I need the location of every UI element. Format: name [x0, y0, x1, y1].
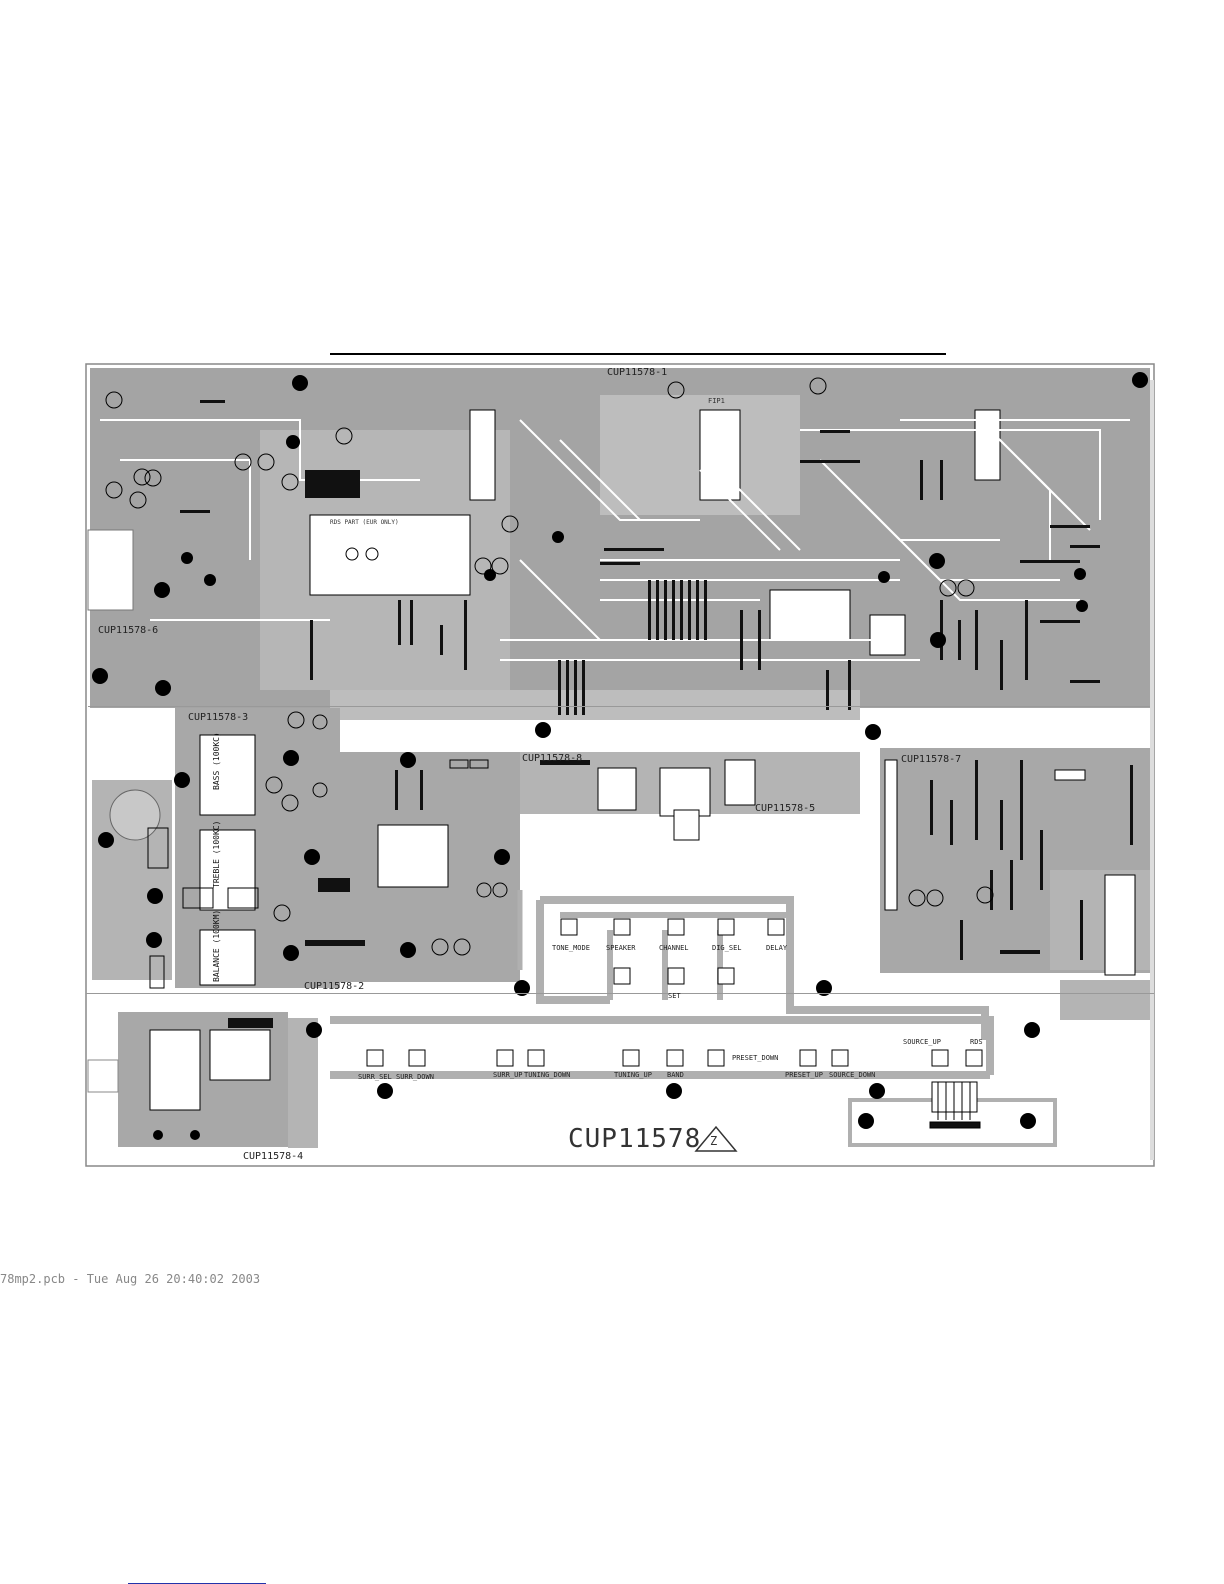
right-edge-patch [1150, 380, 1154, 1160]
components-section-1 [180, 400, 1100, 715]
button-label-dig-sel: DIG_SEL [712, 944, 742, 952]
button-label-set: SET [668, 992, 681, 1000]
button-label-channel: CHANNEL [659, 944, 689, 952]
holes-section-3 [98, 750, 510, 961]
section-label-3: CUP11578-3 [188, 712, 249, 723]
button-label-delay: DELAY [766, 944, 788, 952]
capacitors-section-1 [105, 377, 975, 597]
button-label-surr-up: SURR_UP [493, 1071, 523, 1079]
connector-bottom [929, 1081, 981, 1129]
section-label-1: CUP11578-1 [607, 367, 668, 378]
section-label-7: CUP11578-7 [901, 754, 962, 765]
section-label-4: CUP11578-4 [243, 1151, 304, 1162]
section-label-8: CUP11578-8 [522, 753, 583, 764]
section-7-copper [880, 748, 1150, 1020]
section-label-6: CUP11578-6 [98, 625, 159, 636]
revision-letter: Z [710, 1134, 718, 1148]
button-label-source-up: SOURCE_UP [903, 1038, 941, 1046]
file-footer: 78mp2.pcb - Tue Aug 26 20:40:02 2003 [0, 1272, 261, 1286]
button-label-band: BAND [667, 1071, 684, 1079]
section-4-copper [87, 1012, 318, 1148]
button-label-surr-sel: SURR_SEL [358, 1073, 392, 1081]
top-rule [330, 353, 946, 355]
components-section-3 [147, 759, 489, 989]
board-id: CUP11578 [568, 1124, 702, 1154]
button-label-source-down: SOURCE_DOWN [829, 1071, 876, 1079]
button-label-speaker: SPEAKER [606, 944, 636, 952]
section-label-5: CUP11578-5 [755, 803, 816, 814]
section-3-copper [92, 708, 520, 988]
components-section-7 [930, 760, 1133, 960]
treble-pot-label: TREBLE (100KC) [212, 820, 221, 888]
button-label-preset-down: PRESET_DOWN [732, 1054, 779, 1062]
section-8-5 [520, 752, 860, 841]
divider-h-2 [86, 993, 1154, 994]
section-label-2: CUP11578-2 [304, 981, 365, 992]
switch-row-1 [366, 918, 983, 1067]
capacitors-section-7 [908, 886, 994, 907]
button-panel [330, 890, 1057, 1147]
button-label-tone-mode: TONE_MODE [552, 944, 590, 952]
balance-pot-label: BALANCE (100KM) [212, 909, 221, 982]
button-label-rds: RDS [970, 1038, 983, 1046]
button-label-surr-down: SURR_DOWN [396, 1073, 434, 1081]
section-1-copper [87, 368, 1150, 720]
button-label-tuning-up: TUNING_UP [614, 1071, 652, 1079]
divider-h-1 [88, 706, 1150, 707]
button-label-preset-up: PRESET_UP [785, 1071, 823, 1079]
bass-pot-label: BASS (100KC) [212, 732, 221, 790]
mounting-holes-1 [92, 372, 1148, 740]
mounting-holes-2 [153, 980, 1040, 1140]
rds-part-label: RDS PART (EUR ONLY) [330, 519, 399, 526]
revision-mark [694, 1125, 738, 1152]
fip-label: FIP1 [708, 397, 725, 405]
capacitors-section-3 [265, 711, 508, 956]
button-label-tuning-down: TUNING_DOWN [524, 1071, 571, 1079]
